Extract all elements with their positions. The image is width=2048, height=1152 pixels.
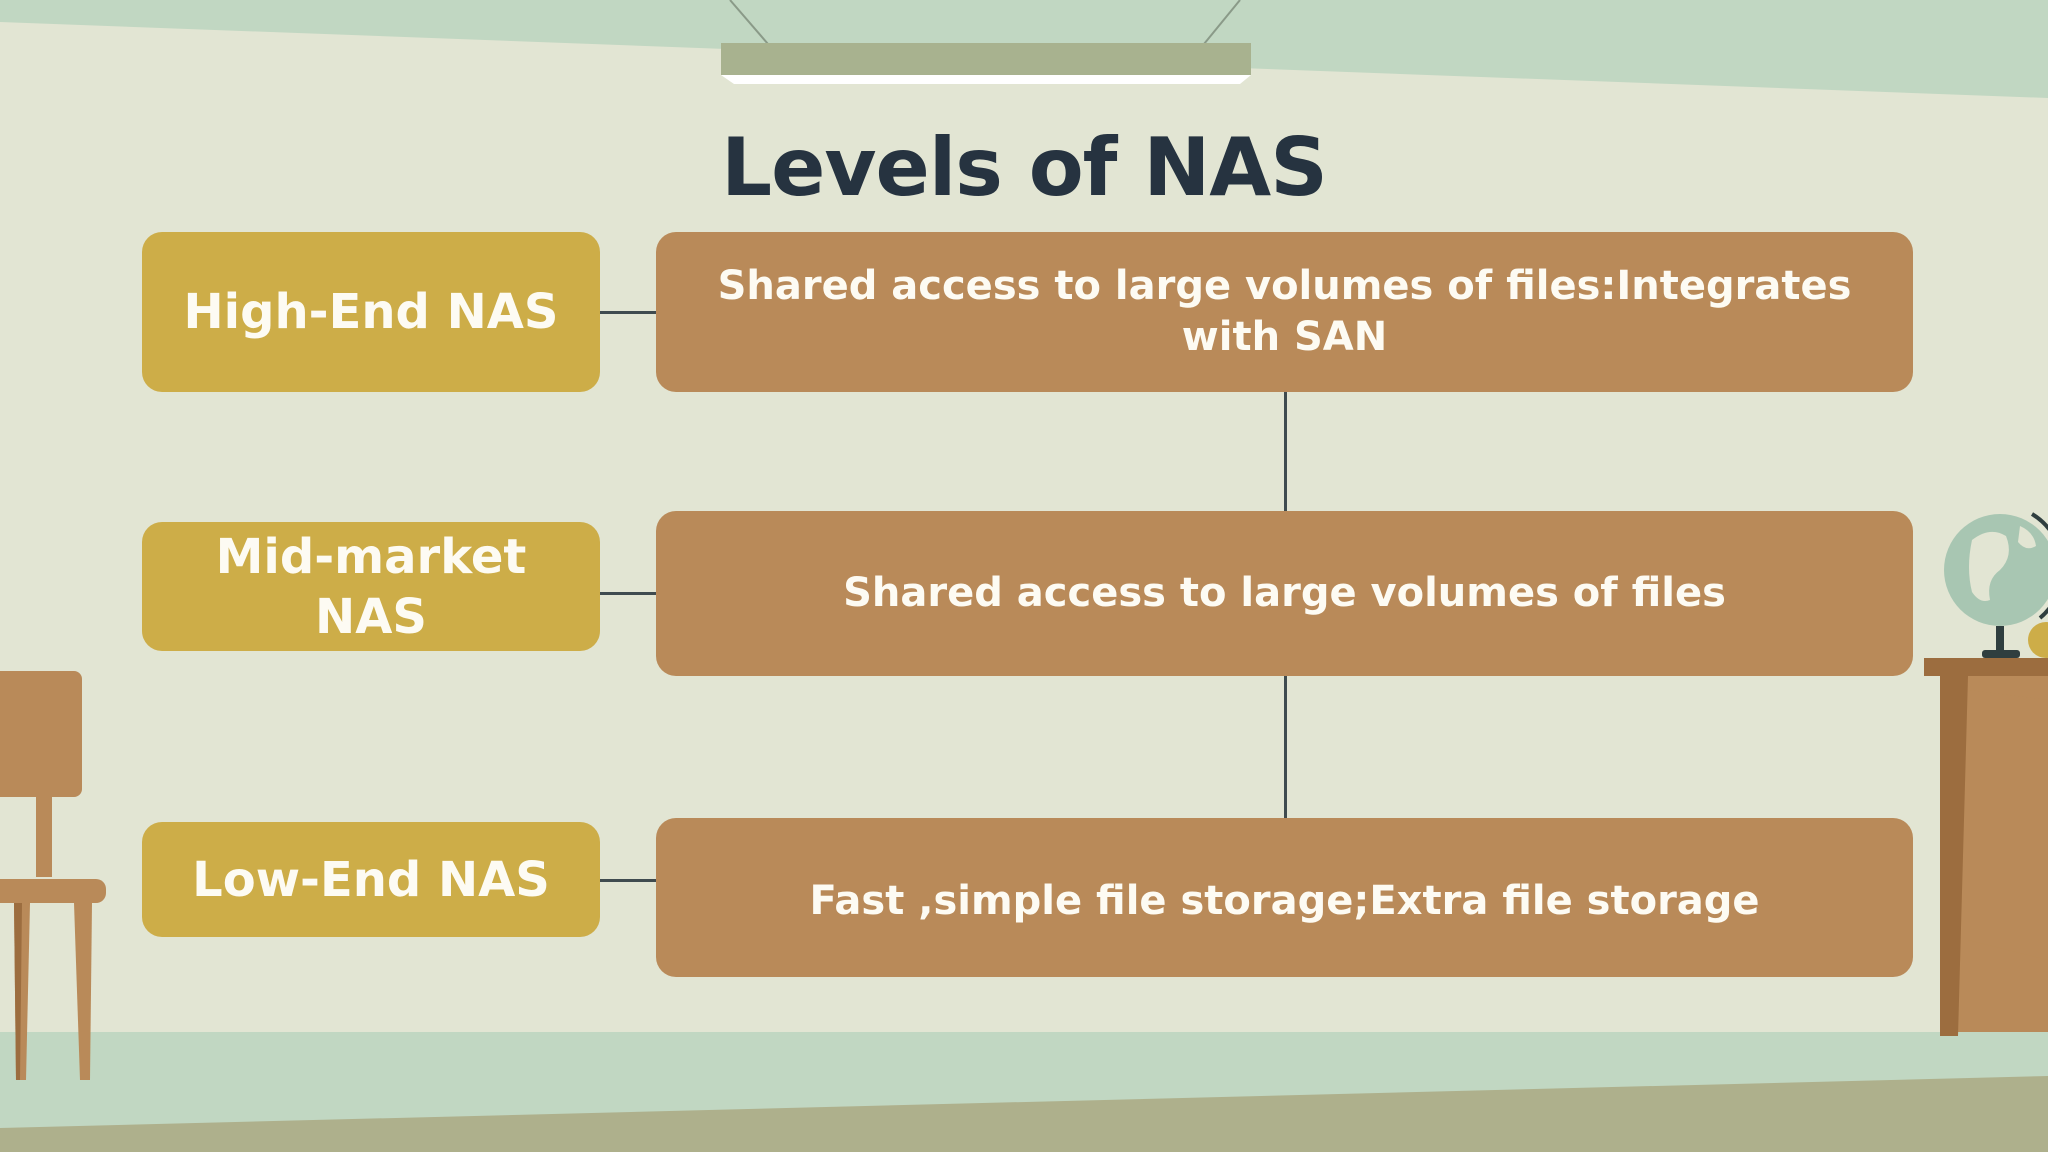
ceiling-lamp [721, 43, 1251, 75]
level-box-high-end: High-End NAS [142, 232, 600, 392]
level-label: Mid-market NAS [215, 528, 527, 645]
desk [1924, 658, 2048, 1036]
globe [1944, 512, 2048, 658]
description-text: Fast ,simple file storage;Extra file sto… [809, 878, 1760, 924]
connector-level-1 [600, 311, 656, 314]
lamp-wire-right [1203, 0, 1241, 45]
description-box-low-end: Fast ,simple file storage;Extra file sto… [656, 818, 1913, 977]
level-label: Low-End NAS [192, 851, 550, 908]
page-title: Levels of NAS [721, 121, 1328, 214]
floor-shadow [0, 1076, 2048, 1152]
level-box-low-end: Low-End NAS [142, 822, 600, 937]
description-box-high-end: Shared access to large volumes of files:… [656, 232, 1913, 392]
connector-vertical-1-2 [1284, 392, 1287, 511]
ceiling-lamp-light [721, 75, 1251, 84]
level-box-mid-market: Mid-market NAS [142, 522, 600, 651]
description-box-mid-market: Shared access to large volumes of files [656, 511, 1913, 676]
connector-level-3 [600, 879, 656, 882]
description-text: Shared access to large volumes of files [843, 570, 1726, 616]
lamp-wire-left [729, 0, 769, 45]
description-text: Shared access to large volumes of files:… [717, 263, 1852, 360]
connector-level-2 [600, 592, 656, 595]
level-label: High-End NAS [183, 284, 559, 340]
connector-vertical-2-3 [1284, 676, 1287, 818]
chair [0, 671, 106, 1080]
